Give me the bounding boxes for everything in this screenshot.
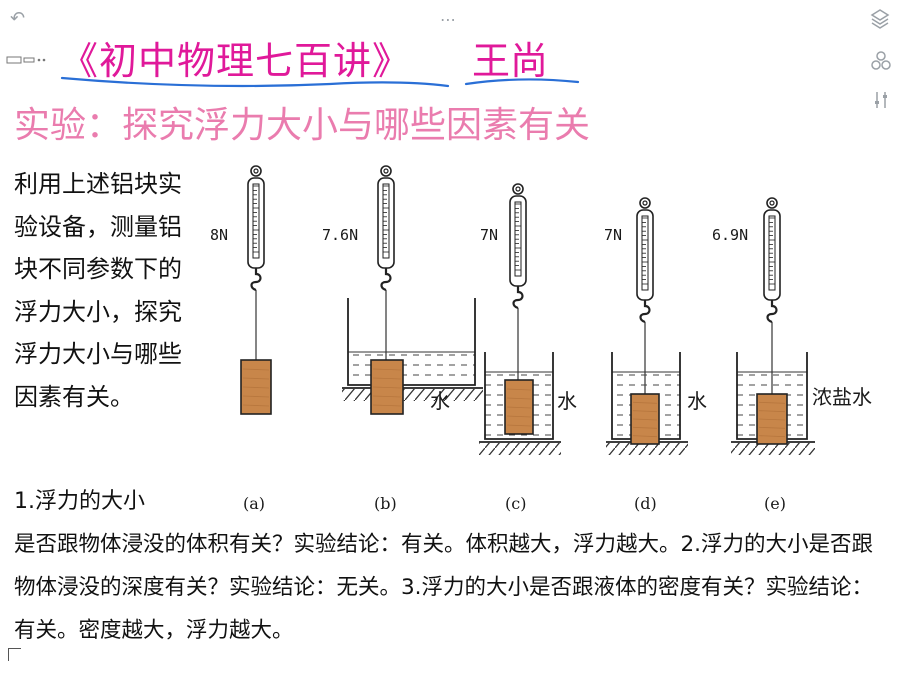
setup-caption-d: (d) [634, 494, 657, 513]
scale-hook-d [639, 300, 651, 324]
scale-ring-c [512, 183, 524, 195]
liquid-label-b: 水 [430, 389, 450, 413]
answers-paragraph: 是否跟物体浸没的体积有关？实验结论：有关。体积越大，浮力越大。2.浮力的大小是否… [14, 532, 874, 643]
reading-label-a: 8N [210, 226, 229, 244]
reading-label-d: 7N [604, 226, 623, 244]
table-hatch-c [479, 443, 561, 455]
scale-ring-b [380, 165, 392, 177]
book-title: 《初中物理七百讲》 [60, 39, 412, 83]
underline-strokes [60, 76, 580, 88]
scale-hook-b [380, 268, 392, 292]
scale-ring-a [250, 165, 262, 177]
book-author: 王尚 [472, 39, 549, 83]
experiment-title: 实验：探究浮力大小与哪些因素有关 [14, 105, 591, 146]
question-1-start: 1.浮力的大小 [14, 489, 145, 514]
liquid-label-c: 水 [557, 389, 577, 413]
back-arrow-icon[interactable]: ↶ [10, 8, 26, 29]
liquid-label-d: 水 [687, 389, 707, 413]
layers-icon[interactable] [870, 8, 890, 34]
beaker-b [347, 298, 476, 386]
corner-crop-mark [8, 648, 21, 661]
setup-caption-b: (b) [374, 494, 397, 513]
buoyancy-experiment-diagram [240, 165, 815, 455]
reading-label-b: 7.6N [322, 226, 359, 244]
intro-paragraph: 利用上述铝块实验设备，测量铝块不同参数下的浮力大小，探究浮力大小与哪些因素有关。 [14, 170, 182, 411]
reading-label-c: 7N [480, 226, 499, 244]
shapes-icon[interactable] [870, 50, 892, 76]
setup-caption-c: (c) [505, 494, 527, 513]
scale-hook-a [250, 268, 262, 292]
adjust-sliders-icon[interactable] [872, 90, 890, 114]
liquid-label-e: 浓盐水 [812, 385, 872, 409]
table-hatch-e [731, 443, 815, 455]
reading-label-e: 6.9N [712, 226, 749, 244]
table-hatch-d [606, 443, 688, 455]
scale-hook-c [512, 286, 524, 310]
scale-hook-e [766, 300, 778, 324]
setup-caption-e: (e) [764, 494, 786, 513]
scale-ring-d [639, 197, 651, 209]
scale-ring-e [766, 197, 778, 209]
table-hatch-b [342, 389, 483, 401]
setup-caption-a: (a) [243, 494, 266, 513]
minimize-panel-icon[interactable] [6, 52, 50, 71]
more-dots-icon[interactable]: ⋯ [440, 10, 457, 29]
beaker-c [484, 352, 554, 440]
liquid-b [348, 352, 475, 385]
